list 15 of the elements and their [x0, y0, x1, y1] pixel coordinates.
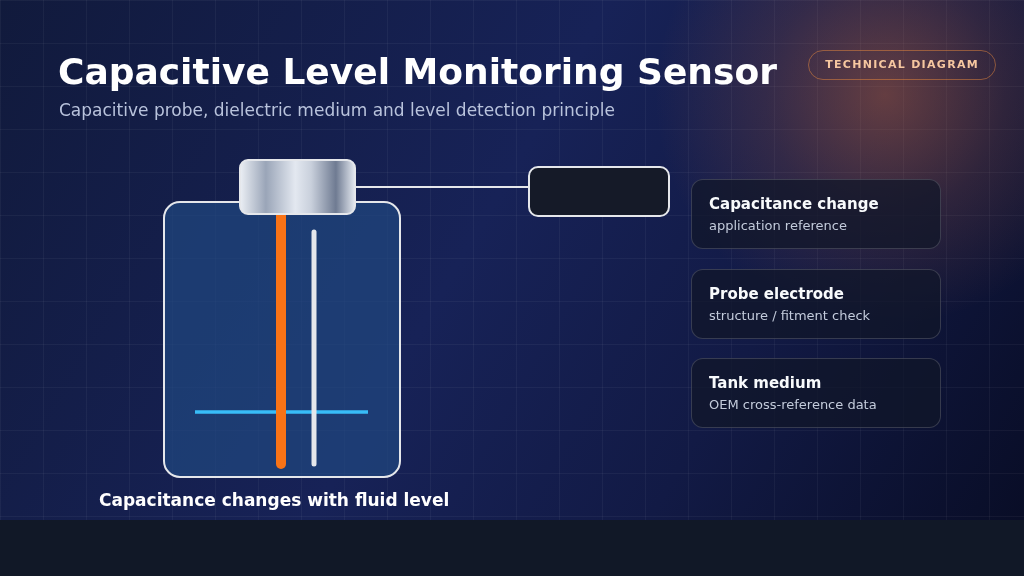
card-description: application reference: [709, 217, 848, 235]
info-card: [691, 179, 941, 249]
card-description: structure / fitment check: [709, 307, 872, 325]
card-description: OEM cross-reference data: [709, 396, 878, 414]
figure-caption: Capacitance changes with fluid level: [99, 489, 450, 511]
info-card: [691, 358, 941, 428]
transmitter-box: [528, 166, 670, 217]
page-title: Capacitive Level Monitoring Sensor: [58, 50, 777, 94]
connector-line: [356, 185, 528, 189]
page-subtitle: Capacitive probe, dielectric medium and level detection principle: [59, 99, 615, 121]
card-heading: Capacitance change: [709, 195, 880, 214]
card-heading: Probe electrode: [709, 285, 845, 304]
sensor-head: [239, 159, 356, 215]
info-card: [691, 269, 941, 339]
card-heading: Tank medium: [709, 374, 823, 393]
